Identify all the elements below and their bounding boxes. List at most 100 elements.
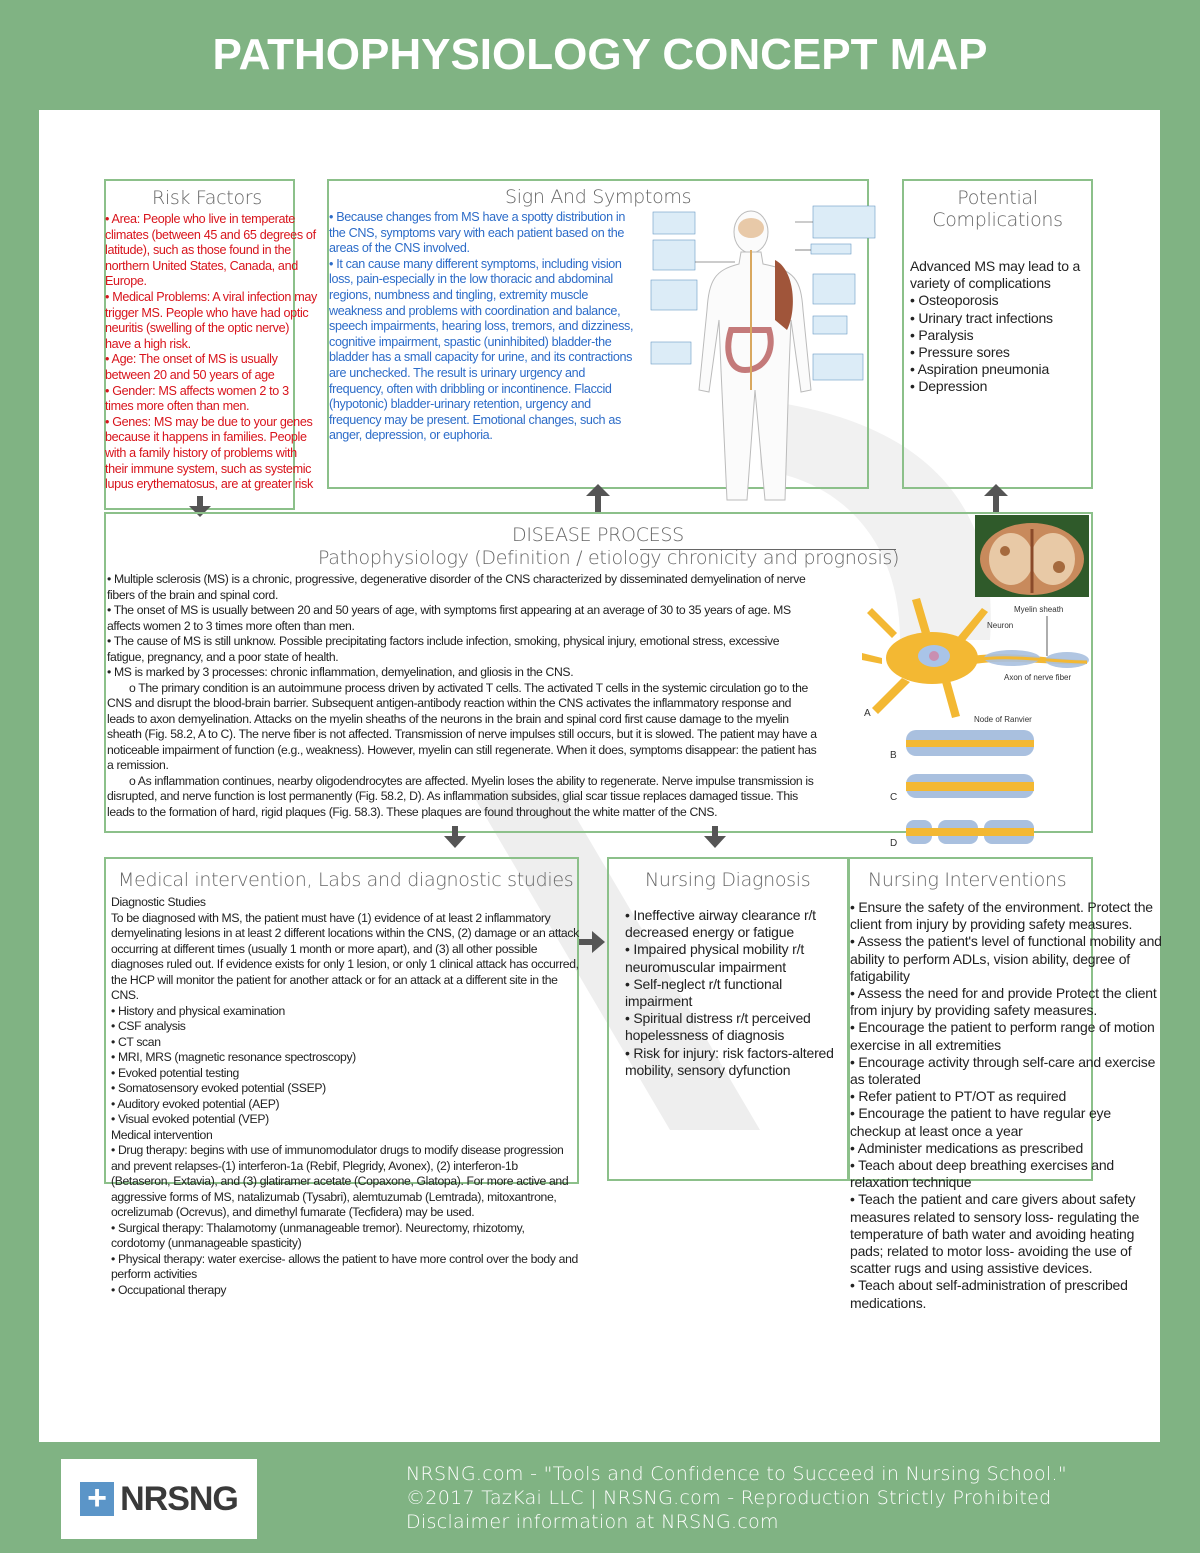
list-item: • Urinary tract infections [910,309,1053,326]
body-systems-illustration [650,205,876,501]
list-item: • Encourage activity through self-care a… [850,1053,1156,1088]
arrow-up-icon [586,484,610,512]
list-item: • Medical Problems: A viral infection ma… [105,289,317,351]
disease-process-box [104,512,1093,833]
disease-process-heading: DISEASE PROCESS [512,524,684,546]
list-item: • Teach the patient and care givers abou… [850,1191,1140,1277]
list-item: • Teach about deep breathing exercises a… [850,1157,1114,1191]
nursing-interventions-list: • Ensure the safety of the environment. … [850,899,1162,1312]
list-item: • Physical therapy: water exercise- allo… [111,1251,578,1282]
complications-heading: Potential Complications [902,187,1093,231]
diagnostic-studies-label: Diagnostic Studies [111,895,206,909]
list-item: o The primary condition is an autoimmune… [107,680,817,773]
list-item: • The cause of MS is still unknow. Possi… [107,634,780,664]
arrow-down-icon [189,496,211,517]
figure-label-b: B [890,750,897,761]
nerve-fiber-b [906,730,1034,756]
list-item: • Aspiration pneumonia [910,361,1050,378]
medical-intervention-heading: Medical intervention, Labs and diagnosti… [118,869,574,891]
list-item: • Occupational therapy [111,1282,227,1297]
medical-intervention-box [104,857,579,1184]
list-item: • Evoked potential testing [111,1065,239,1080]
figure-label-a: A [864,708,871,719]
subheading-underline [640,549,896,550]
footer-disclaimer[interactable]: Disclaimer information at NRSNG.com [406,1511,779,1533]
list-item: • MRI, MRS (magnetic resonance spectrosc… [111,1050,356,1064]
list-item: • Osteoporosis [910,292,999,309]
list-item: • CT scan [111,1034,161,1049]
complications-list: Advanced MS may lead to a variety of com… [910,258,1096,396]
list-item: • Impaired physical mobility r/t neuromu… [625,941,805,975]
logo-wordmark: NRSNG [120,1479,239,1518]
arrow-down-icon [704,826,726,848]
list-item: • Assess the patient's level of function… [850,933,1162,984]
list-item: • Pressure sores [910,344,1010,361]
footer-text: NRSNG.com - "Tools and Confidence to Suc… [406,1462,1067,1534]
list-item: • Spiritual distress r/t perceived hopel… [625,1010,811,1044]
footer-tagline: NRSNG.com - "Tools and Confidence to Suc… [406,1463,1067,1485]
disease-process-text: • Multiple sclerosis (MS) is a chronic, … [107,572,819,820]
signs-symptoms-heading: Sign And Symptoms [505,186,692,208]
list-item: • Genes: MS may be due to your genes bec… [105,414,313,492]
list-item: • Assess the need for and provide Protec… [850,985,1157,1019]
list-item: • Administer medications as prescribed [850,1139,1084,1156]
list-item: To be diagnosed with MS, the patient mus… [111,910,579,1003]
list-item: • Teach about self-administration of pre… [850,1277,1128,1311]
arrow-up-icon [984,484,1008,512]
myelin-sheath-label: Myelin sheath [1014,605,1063,614]
list-item: • Ineffective airway clearance r/t decre… [625,907,816,941]
risk-factors-heading: Risk Factors [152,187,262,209]
medical-intervention-label: Medical intervention [111,1127,213,1142]
nrsng-logo[interactable]: + NRSNG [61,1459,257,1539]
list-item: • It can cause many different symptoms, … [329,256,634,443]
list-item: • Surgical therapy: Thalamotomy (unmanag… [111,1220,525,1251]
medical-intervention-text: Diagnostic Studies To be diagnosed with … [111,895,579,1298]
list-item: • Self-neglect r/t functional impairment [625,975,783,1010]
neuron-demyelination-figure: Myelin sheath Neuron Axon of nerve fiber… [862,598,1089,849]
signs-symptoms-list: • Because changes from MS have a spotty … [329,210,639,444]
list-item: o As inflammation continues, nearby olig… [107,773,814,819]
plus-icon: + [80,1481,115,1516]
nursing-interventions-heading: Nursing Interventions [868,869,1067,891]
list-item: • Refer patient to PT/OT as required [850,1088,1067,1105]
page-title: PATHOPHYSIOLOGY CONCEPT MAP [212,30,988,79]
complications-intro: Advanced MS may lead to a variety of com… [910,258,1081,292]
list-item: • Encourage the patient to perform range… [850,1019,1155,1053]
list-item: • Gender: MS affects women 2 to 3 times … [105,383,289,414]
nerve-fiber-c [906,774,1034,798]
nerve-fiber-d [906,820,1034,844]
pathophysiology-subheading: Pathophysiology (Definition / etiology c… [318,547,900,569]
list-item: • Visual evoked potential (VEP) [111,1112,269,1126]
complications-heading-line1: Potential [957,187,1038,209]
list-item: • The onset of MS is usually between 20 … [107,603,791,633]
nursing-interventions-box [848,857,1093,1181]
brain-section-image [975,515,1089,597]
list-item: • Age: The onset of MS is usually betwee… [105,352,278,382]
figure-label-d: D [890,838,897,849]
list-item: • Multiple sclerosis (MS) is a chronic, … [107,572,806,602]
node-of-ranvier-label: Node of Ranvier [974,715,1032,724]
list-item: • Paralysis [910,326,974,343]
list-item: • Somatosensory evoked potential (SSEP) [111,1081,326,1095]
neuron-label: Neuron [987,621,1013,630]
list-item: • Area: People who live in temperate cli… [105,212,316,289]
list-item: • MS is marked by 3 processes: chronic i… [107,665,574,679]
arrow-right-icon [578,931,605,953]
nursing-diagnosis-list: • Ineffective airway clearance r/t decre… [625,907,840,1079]
footer-copyright: ©2017 TazKai LLC | NRSNG.com - Reproduct… [406,1487,1052,1509]
list-item: • Auditory evoked potential (AEP) [111,1096,280,1111]
arrow-down-icon [444,826,466,848]
list-item: • CSF analysis [111,1019,186,1033]
list-item: • Because changes from MS have a spotty … [329,210,625,256]
list-item: • Drug therapy: begins with use of immun… [111,1143,569,1219]
list-item: • Ensure the safety of the environment. … [850,899,1153,933]
axon-label: Axon of nerve fiber [1004,673,1071,682]
risk-factors-list: • Area: People who live in temperate cli… [105,212,317,493]
figure-label-c: C [890,792,897,803]
complications-heading-line2: Complications [932,209,1063,231]
nursing-diagnosis-heading: Nursing Diagnosis [645,869,811,891]
list-item: • Depression [910,378,988,395]
list-item: • Risk for injury: risk factors-altered … [625,1044,834,1078]
list-item: • Encourage the patient to have regular … [850,1105,1111,1139]
